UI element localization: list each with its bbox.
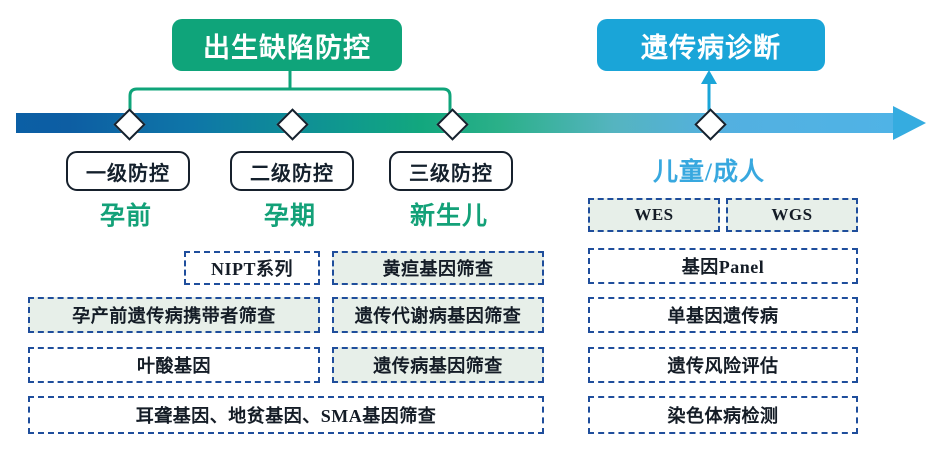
item-box-genetic-risk-assessment[interactable]: 遗传风险评估 [588, 347, 858, 383]
item-box-gene-panel[interactable]: 基因Panel [588, 248, 858, 284]
timeline-arrow-head [893, 106, 926, 140]
item-box-metabolic-gene-screening[interactable]: 遗传代谢病基因筛查 [332, 297, 544, 333]
prevention-bracket-connector [128, 68, 452, 118]
item-box-monogenic-disease[interactable]: 单基因遗传病 [588, 297, 858, 333]
stage-name-child-adult: 儿童/成人 [653, 159, 765, 186]
stage-name-pregnancy: 孕期 [263, 203, 316, 230]
item-box-wgs[interactable]: WGS [726, 198, 858, 232]
item-box-wes[interactable]: WES [588, 198, 720, 232]
item-box-carrier-screening[interactable]: 孕产前遗传病携带者筛查 [28, 297, 320, 333]
item-box-nipt[interactable]: NIPT系列 [184, 251, 320, 285]
stage-name-preconception: 孕前 [99, 203, 152, 230]
category-badge-diagnosis: 遗传病诊断 [597, 19, 825, 71]
stage-pill-secondary[interactable]: 二级防控 [230, 151, 354, 191]
item-box-chromosome-disease-detection[interactable]: 染色体病检测 [588, 396, 858, 434]
stage-name-newborn: 新生儿 [409, 203, 488, 230]
stage-pill-tertiary[interactable]: 三级防控 [389, 151, 513, 191]
item-box-folate-gene[interactable]: 叶酸基因 [28, 347, 320, 383]
item-box-genetic-disease-gene-screening[interactable]: 遗传病基因筛查 [332, 347, 544, 383]
category-badge-prevention: 出生缺陷防控 [172, 19, 402, 71]
item-box-deafness-thalassemia-sma[interactable]: 耳聋基因、地贫基因、SMA基因筛查 [28, 396, 544, 434]
item-box-jaundice-gene-screening[interactable]: 黄疸基因筛查 [332, 251, 544, 285]
stage-pill-primary[interactable]: 一级防控 [66, 151, 190, 191]
